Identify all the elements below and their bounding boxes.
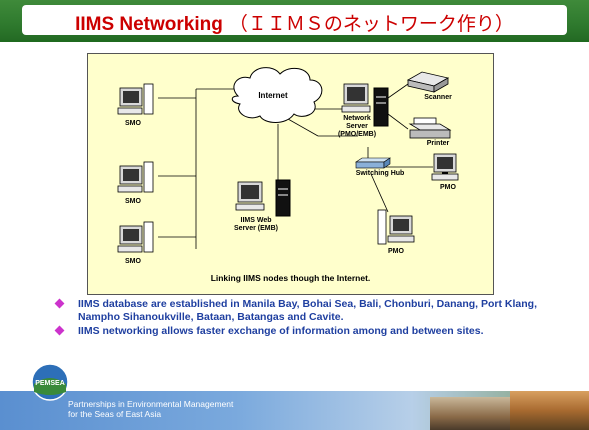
web-server-label: IIMS Web Server (EMB) bbox=[226, 217, 286, 233]
slide-title-bold: IIMS Networking bbox=[75, 14, 223, 35]
connection-lines bbox=[158, 83, 433, 249]
scanner-label: Scanner bbox=[424, 94, 452, 101]
network-server-label-line-3: (PMO/EMB) bbox=[337, 131, 377, 138]
web-server-label-line-2: Server (EMB) bbox=[234, 225, 278, 232]
network-diagram-svg bbox=[117, 67, 459, 253]
network-server-computer bbox=[341, 83, 389, 127]
bullet-list: IIMS database are established in Manila … bbox=[54, 298, 566, 340]
footer-photo-1 bbox=[430, 397, 510, 430]
bullet-text-1: IIMS database are established in Manila … bbox=[78, 298, 537, 323]
pmo-label-bottom: PMO bbox=[388, 248, 404, 255]
printer-device bbox=[408, 117, 452, 139]
web-server-label-line-1: IIMS Web bbox=[240, 217, 272, 224]
diamond-bullet-icon bbox=[54, 298, 65, 309]
smo-computer-2 bbox=[117, 161, 154, 193]
web-server-computer bbox=[235, 179, 291, 217]
smo-label-3: SMO bbox=[125, 258, 141, 265]
pmo-computer-bottom bbox=[377, 209, 415, 245]
pmo-label-right: PMO bbox=[440, 184, 456, 191]
diamond-bullet-icon bbox=[54, 325, 65, 336]
title-panel: IIMS Networking （ＩＩＭＳのネットワーク作り） bbox=[22, 5, 567, 35]
printer-label: Printer bbox=[426, 140, 450, 147]
internet-label: Internet bbox=[258, 91, 288, 100]
bullet-text-2: IIMS networking allows faster exchange o… bbox=[78, 325, 484, 337]
bullet-item-2: IIMS networking allows faster exchange o… bbox=[54, 325, 566, 338]
pmo-computer-right bbox=[431, 153, 459, 181]
smo-label-1: SMO bbox=[125, 120, 141, 127]
scanner-device bbox=[406, 71, 450, 93]
bullet-item-1: IIMS database are established in Manila … bbox=[54, 298, 566, 323]
network-diagram: Internet SMO SMO SMO IIMS Web Server (EM… bbox=[87, 53, 494, 295]
smo-label-2: SMO bbox=[125, 198, 141, 205]
internet-cloud bbox=[231, 67, 323, 123]
diagram-caption: Linking IIMS nodes though the Internet. bbox=[210, 273, 371, 283]
footer-line-1: Partnerships in Environmental Management bbox=[68, 399, 234, 409]
switching-hub bbox=[355, 157, 391, 169]
footer-photo-2 bbox=[510, 391, 589, 430]
slide-title: IIMS Networking （ＩＩＭＳのネットワーク作り） bbox=[22, 9, 567, 36]
network-server-label-line-2: Server bbox=[346, 123, 368, 130]
footer-text: Partnerships in Environmental Management… bbox=[68, 399, 233, 419]
title-bar: IIMS Networking （ＩＩＭＳのネットワーク作り） bbox=[0, 0, 589, 40]
smo-computer-3 bbox=[117, 221, 154, 253]
slide-title-japanese: （ＩＩＭＳのネットワーク作り） bbox=[228, 13, 514, 35]
smo-computer-1 bbox=[117, 83, 154, 115]
switching-hub-label: Switching Hub bbox=[355, 170, 405, 177]
title-divider bbox=[0, 40, 589, 42]
pemsea-logo: PEMSEA bbox=[31, 363, 69, 401]
footer-line-2: for the Seas of East Asia bbox=[68, 409, 162, 419]
network-server-label-line-1: Network bbox=[343, 115, 371, 122]
svg-text:PEMSEA: PEMSEA bbox=[35, 380, 65, 387]
network-server-label: Network Server (PMO/EMB) bbox=[332, 115, 382, 139]
